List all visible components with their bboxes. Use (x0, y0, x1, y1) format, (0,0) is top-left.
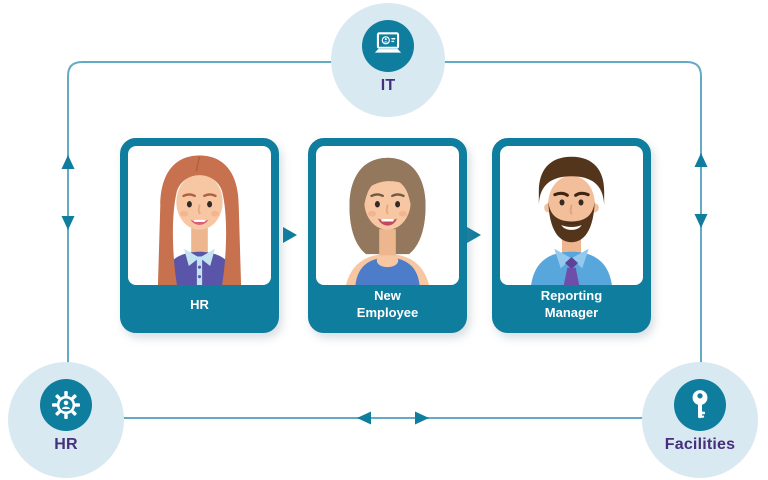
node-hr-label: HR (54, 436, 78, 453)
key-icon (674, 379, 726, 431)
arrow-up-right-icon (694, 153, 708, 167)
node-facilities-label: Facilities (664, 436, 736, 453)
card-reporting-manager-label-line2: Manager (544, 305, 599, 320)
avatar-woman-brown-bob (316, 146, 459, 285)
arrow-card1-to-card2-icon (283, 227, 297, 243)
card-reporting-manager: Reporting Manager (492, 138, 651, 333)
arrow-left-bottom-icon (357, 411, 371, 425)
card-reporting-manager-label-line1: Reporting (540, 288, 603, 304)
arrow-down-right-icon (694, 214, 708, 228)
card-new-employee-label-line1: New (374, 288, 401, 304)
node-it: IT (331, 3, 445, 117)
arrow-card2-to-card3-icon (467, 227, 481, 243)
arrow-down-left-icon (61, 216, 75, 230)
gear-user-icon (40, 379, 92, 431)
avatar-man-beard-tie (500, 146, 643, 285)
card-hr-label-line1: HR (190, 296, 209, 312)
card-hr: HR (120, 138, 279, 333)
card-new-employee: New Employee (308, 138, 467, 333)
arrow-right-bottom-icon (415, 411, 429, 425)
arrow-up-left-icon (61, 155, 75, 169)
avatar-woman-long-auburn-hair (128, 146, 271, 285)
card-new-employee-label: New Employee (316, 285, 459, 325)
node-facilities: Facilities (642, 362, 758, 478)
flow-loop-line (67, 61, 702, 419)
node-hr: HR (8, 362, 124, 478)
node-it-label: IT (380, 77, 396, 94)
card-hr-label: HR (128, 285, 271, 325)
card-reporting-manager-label: Reporting Manager (500, 285, 643, 325)
card-new-employee-label-line2: Employee (356, 305, 419, 320)
laptop-user-icon (362, 20, 414, 72)
